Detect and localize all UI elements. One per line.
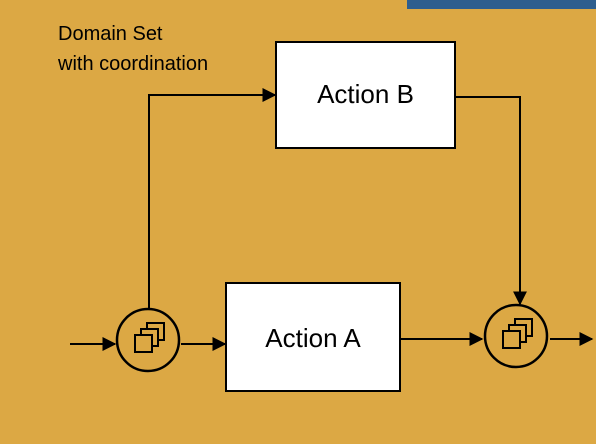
domain-set-label-line2: with coordination (57, 53, 208, 75)
corner-bar (407, 0, 596, 9)
action-b-node: Action B (275, 41, 456, 149)
action-a-label: Action A (265, 323, 361, 353)
split-node (115, 307, 181, 373)
merge-node (483, 303, 549, 369)
edge-split-to-action-b (148, 88, 277, 308)
edge-action-b-to-merge (455, 96, 527, 306)
edges (70, 88, 594, 351)
domain-set-label-line1: Domain Set (58, 23, 163, 45)
merge-stacked-pages-icon (502, 318, 533, 349)
split-stacked-pages-icon (134, 322, 165, 353)
action-b-label: Action B (317, 79, 414, 109)
action-a-node: Action A (225, 282, 401, 392)
